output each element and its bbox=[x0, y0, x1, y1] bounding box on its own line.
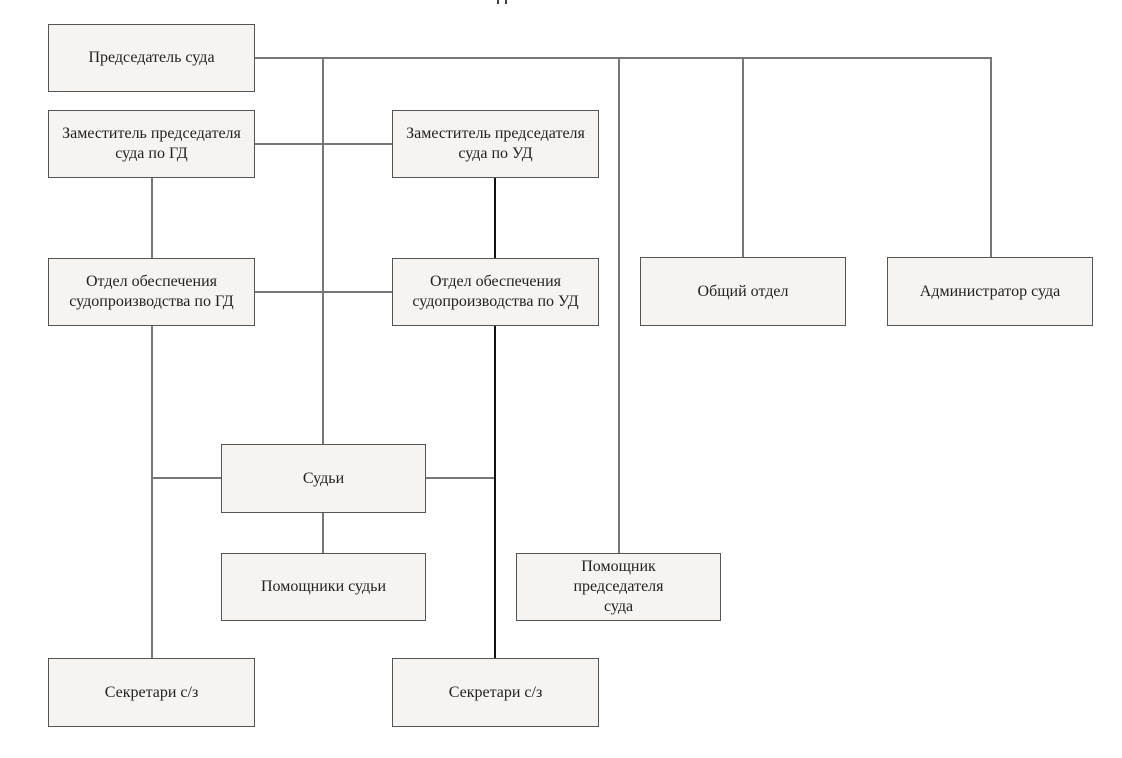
node-administrator: Администратор суда bbox=[887, 257, 1093, 326]
cropped-text-fragment bbox=[497, 0, 507, 5]
connector-deputies bbox=[254, 143, 392, 145]
node-label: Заместитель председателя суда по УД bbox=[406, 125, 585, 162]
connector-judges-assistants bbox=[322, 512, 324, 553]
node-label: Председатель суда bbox=[88, 49, 215, 66]
connector-to-general-dept bbox=[742, 57, 744, 257]
node-label: Помощники судьи bbox=[260, 578, 387, 595]
node-label: Секретари с/з bbox=[448, 683, 543, 701]
node-label: Помощник председателя суда bbox=[573, 558, 664, 615]
node-dept-ud: Отдел обеспечения судопроизводства по УД bbox=[392, 258, 599, 326]
node-label: Судьи bbox=[302, 469, 345, 487]
node-label: Отдел обеспечения судопроизводства по УД bbox=[412, 273, 579, 310]
node-deputy-ud: Заместитель председателя суда по УД bbox=[392, 110, 599, 178]
node-judge-assistants: Помощники судьи bbox=[221, 553, 426, 621]
connector-to-judges bbox=[322, 57, 324, 444]
node-secretaries-ud: Секретари с/з bbox=[392, 658, 599, 727]
connector-gd-vertical-upper bbox=[151, 177, 153, 258]
connector-to-chairman-assistant bbox=[618, 57, 620, 553]
connector-chairman-trunk bbox=[254, 57, 991, 59]
node-dept-gd: Отдел обеспечения судопроизводства по ГД bbox=[48, 258, 255, 326]
connector-judges-ud bbox=[425, 477, 494, 479]
connector-judges-gd bbox=[152, 477, 221, 479]
node-general-dept: Общий отдел bbox=[640, 257, 846, 326]
node-chairman-assistant: Помощник председателя суда bbox=[516, 553, 721, 621]
node-label: Общий отдел bbox=[697, 282, 789, 300]
connector-departments bbox=[254, 291, 392, 293]
node-label: Заместитель председателя суда по ГД bbox=[62, 125, 241, 162]
node-judges: Судьи bbox=[221, 444, 426, 513]
node-secretaries-gd: Секретари с/з bbox=[48, 658, 255, 727]
node-chairman: Председатель суда bbox=[48, 24, 255, 92]
connector-gd-vertical-lower bbox=[151, 325, 153, 658]
node-label: Секретари с/з bbox=[104, 683, 199, 701]
connector-ud-vertical-lower bbox=[494, 325, 496, 658]
connector-to-administrator bbox=[990, 57, 992, 257]
node-label: Администратор суда bbox=[919, 282, 1061, 300]
connector-ud-vertical-upper bbox=[494, 177, 496, 258]
node-deputy-gd: Заместитель председателя суда по ГД bbox=[48, 110, 255, 178]
node-label: Отдел обеспечения судопроизводства по ГД bbox=[69, 273, 234, 310]
